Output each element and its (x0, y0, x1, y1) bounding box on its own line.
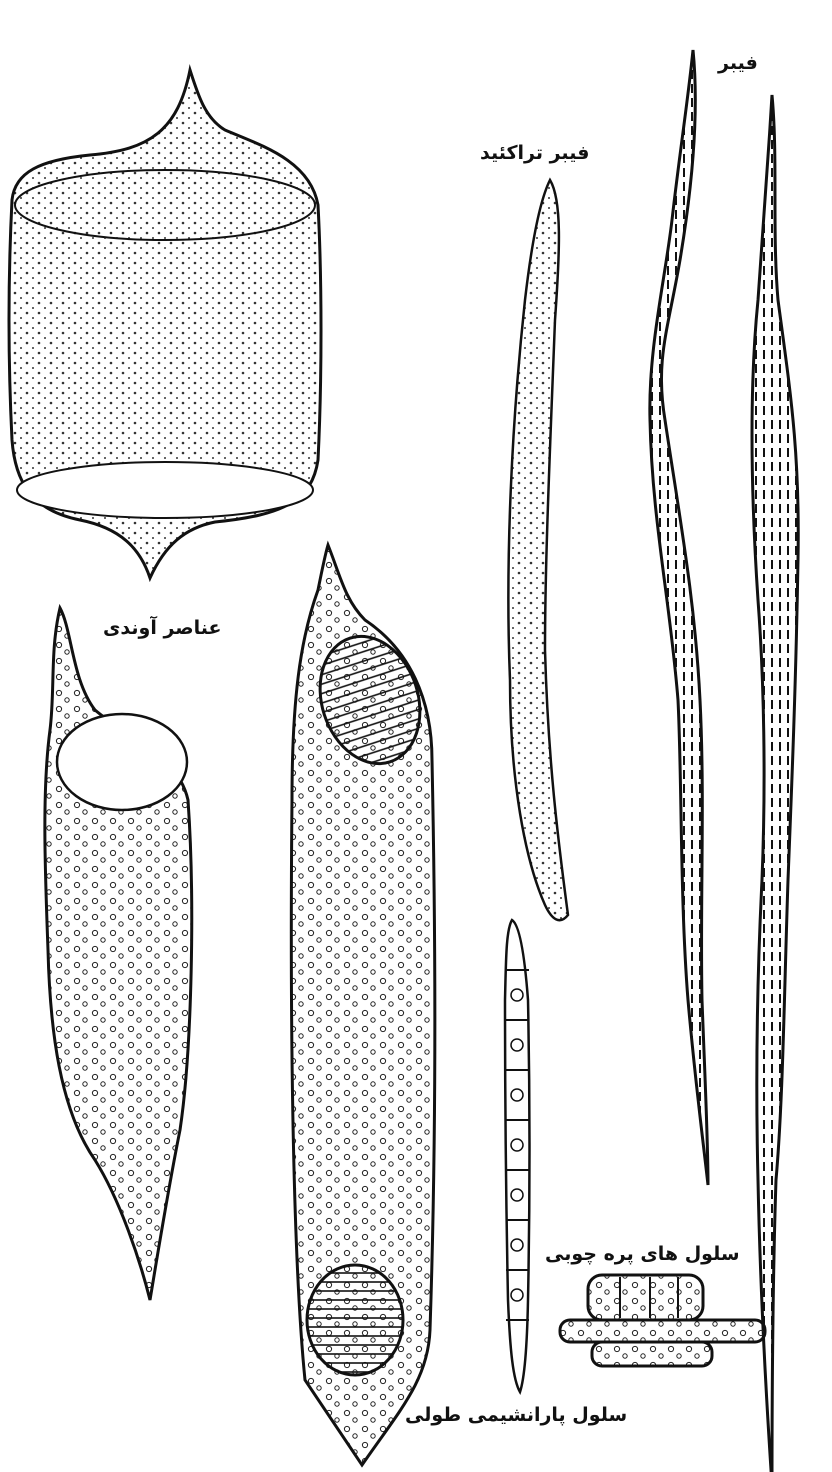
fiber-cell-left (650, 50, 708, 1185)
label-ray-cells: سلول های پره چوبی (545, 1243, 740, 1265)
ray-cells (560, 1275, 765, 1366)
vessel-element-scalariform (291, 545, 435, 1465)
vessel-element-tailed (45, 608, 192, 1300)
axial-parenchyma-strand (505, 920, 530, 1392)
vessel-element-wide (9, 70, 321, 578)
fiber-cell-right (752, 95, 798, 1472)
fiber-tracheid-cell (508, 180, 568, 920)
label-fiber-tracheid: فیبر تراکئید (480, 142, 589, 164)
label-axial-parenchyma: سلول پارانشیمی طولی (405, 1404, 627, 1426)
label-vessel-elements: عناصر آوندی (103, 617, 222, 639)
label-fiber: فیبر (718, 52, 758, 74)
